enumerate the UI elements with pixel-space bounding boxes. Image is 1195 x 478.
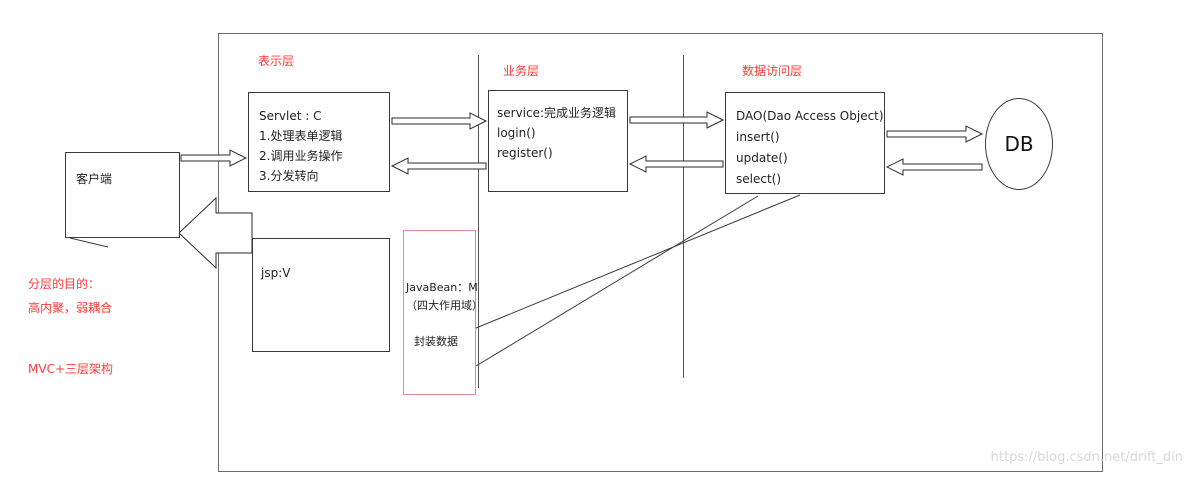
label-data-access-layer: 数据访问层 bbox=[742, 64, 803, 78]
javabean-spacer bbox=[406, 315, 475, 333]
dao-title: DAO(Dao Access Object) bbox=[736, 109, 884, 123]
service-box: service:完成业务逻辑 login() register() bbox=[488, 90, 628, 192]
arrow-jsp-to-client bbox=[178, 196, 253, 270]
stray-line bbox=[69, 237, 109, 248]
note-purpose-line2: 高内聚，弱耦合 bbox=[28, 301, 113, 315]
jsp-title: jsp:V bbox=[261, 266, 291, 280]
arrow-service-to-servlet bbox=[390, 157, 487, 175]
arrow-client-to-servlet bbox=[180, 149, 248, 167]
dao-line-1: insert() bbox=[736, 130, 780, 144]
arrow-service-to-dao bbox=[629, 111, 725, 129]
label-presentation-layer: 表示层 bbox=[258, 54, 295, 68]
service-title: service:完成业务逻辑 bbox=[497, 106, 617, 120]
servlet-title: Servlet : C bbox=[259, 109, 322, 123]
servlet-line-2: 2.调用业务操作 bbox=[259, 149, 343, 163]
service-line-1: login() bbox=[497, 126, 536, 140]
dao-line-3: select() bbox=[736, 172, 782, 186]
line-dao-javabean-1 bbox=[475, 194, 801, 329]
client-box: 客户端 bbox=[65, 152, 180, 238]
arrow-servlet-to-service bbox=[391, 112, 488, 130]
jsp-box: jsp:V bbox=[252, 238, 390, 352]
note-purpose-line1: 分层的目的： bbox=[28, 277, 101, 291]
servlet-line-3: 3.分发转向 bbox=[259, 169, 319, 183]
note-architecture: MVC+三层架构 bbox=[28, 362, 113, 376]
javabean-line-3: 封装数据 bbox=[414, 335, 458, 348]
javabean-line-2: （四大作用域） bbox=[406, 299, 483, 312]
label-business-layer: 业务层 bbox=[503, 64, 540, 78]
javabean-line-1: JavaBean：M bbox=[406, 281, 478, 294]
dao-box: DAO(Dao Access Object) insert() update()… bbox=[725, 92, 885, 194]
servlet-line-1: 1.处理表单逻辑 bbox=[259, 129, 343, 143]
client-title: 客户端 bbox=[76, 172, 113, 186]
javabean-box: JavaBean：M （四大作用域） 封装数据 bbox=[403, 230, 483, 395]
line-dao-javabean-2 bbox=[475, 195, 759, 367]
dao-line-2: update() bbox=[736, 151, 788, 165]
servlet-box: Servlet : C 1.处理表单逻辑 2.调用业务操作 3.分发转向 bbox=[248, 92, 390, 192]
service-line-2: register() bbox=[497, 146, 553, 160]
watermark: https://blog.csdn.net/drift_din bbox=[990, 450, 1183, 465]
arrow-db-to-dao bbox=[885, 158, 983, 176]
arrow-dao-to-service bbox=[628, 155, 724, 173]
db-title: DB bbox=[1004, 132, 1034, 156]
arrow-dao-to-db bbox=[886, 125, 984, 143]
db-ellipse: DB bbox=[985, 98, 1053, 190]
